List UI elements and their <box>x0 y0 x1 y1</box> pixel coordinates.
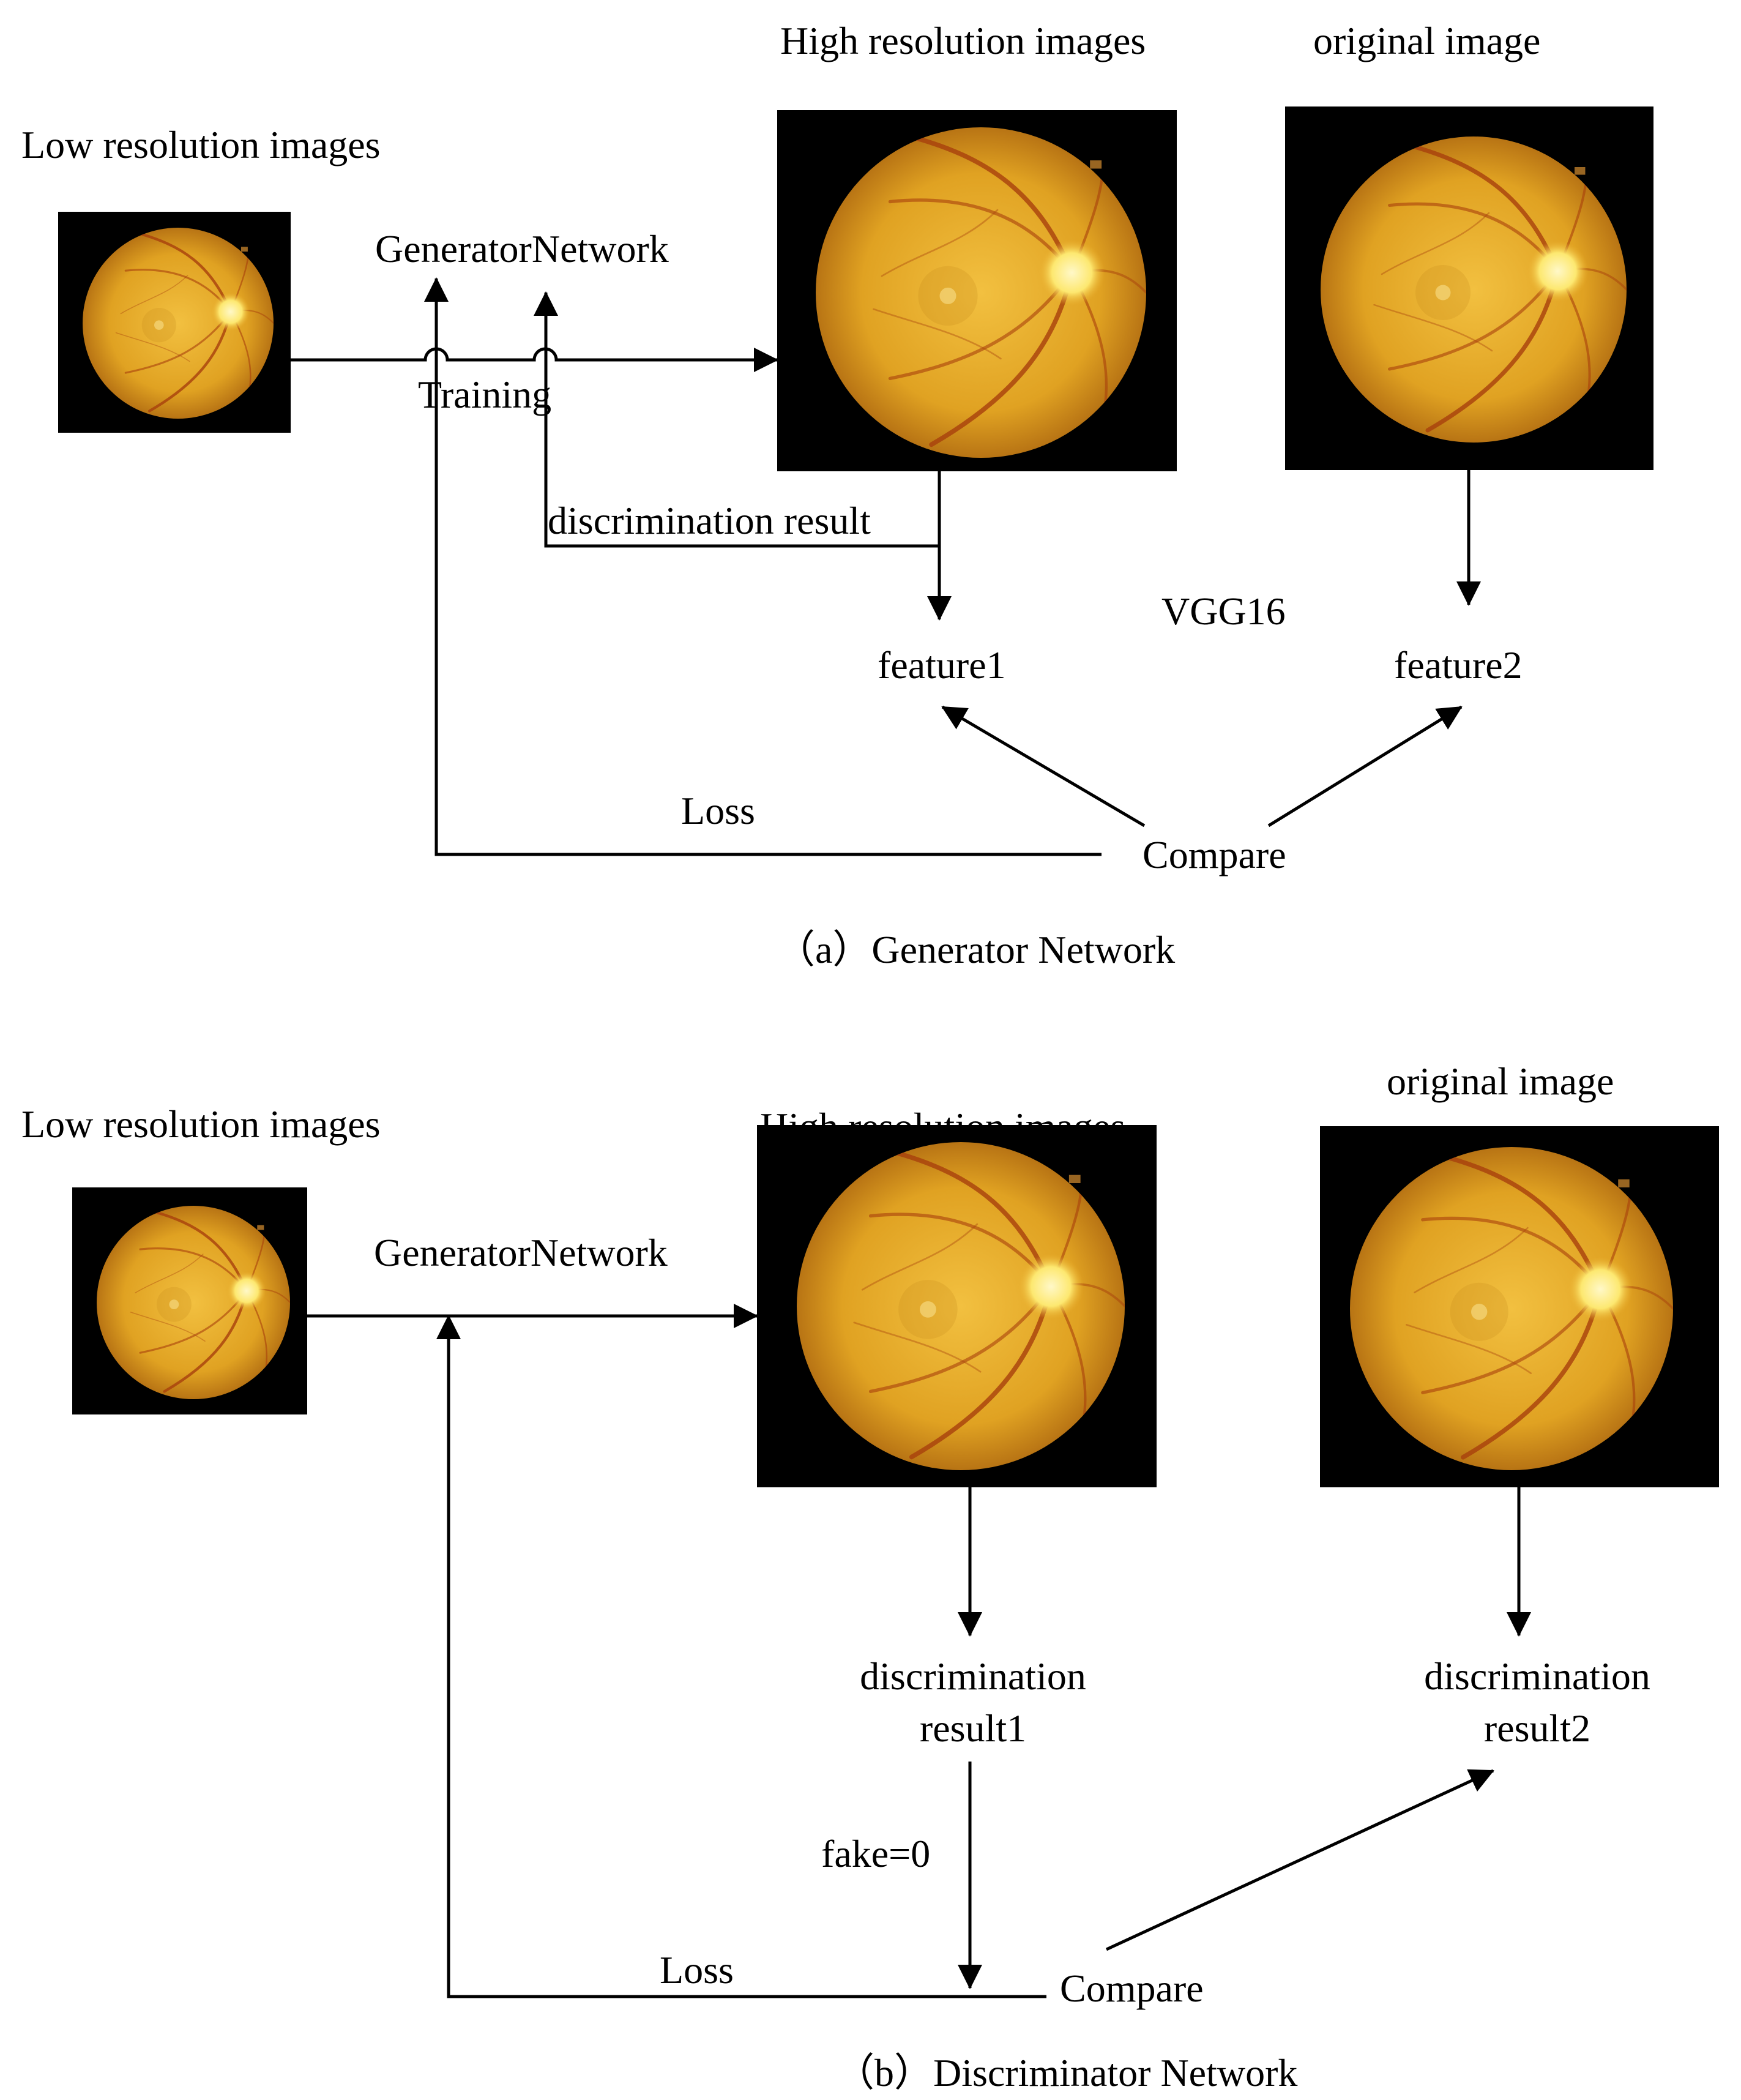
compare-label-b: Compare <box>1060 1967 1204 2010</box>
panel-b: Low resolution images GeneratorNetwork H… <box>21 1059 1719 2094</box>
high-res-image-b <box>757 1125 1157 1487</box>
loss-label-b: Loss <box>660 1948 734 1992</box>
disc2-label-line2: result2 <box>1484 1706 1590 1750</box>
feature1-label: feature1 <box>878 643 1006 687</box>
low-res-image-a <box>58 212 291 433</box>
discrimination-feedback-arrow <box>534 291 938 548</box>
disc2-label-line1: discrimination <box>1424 1654 1650 1698</box>
disc1-label-line1: discrimination <box>860 1654 1086 1698</box>
loss-label-a: Loss <box>681 789 755 832</box>
discrimination-result-label: discrimination result <box>548 499 871 542</box>
vgg16-label: VGG16 <box>1161 589 1286 633</box>
compare-to-disc2-arrow <box>1105 1769 1494 1951</box>
loss-feedback-arrow-b <box>436 1315 1046 1998</box>
original-image-label-a: original image <box>1313 19 1540 62</box>
generator-network-label-b: GeneratorNetwork <box>374 1231 668 1274</box>
generator-network-label-a: GeneratorNetwork <box>375 227 669 271</box>
caption-a: （a）Generator Network <box>776 928 1175 971</box>
feature2-label: feature2 <box>1394 643 1523 687</box>
caption-b: （b）Discriminator Network <box>835 2051 1297 2094</box>
loss-feedback-arrow-a <box>424 277 1102 856</box>
low-res-label-b: Low resolution images <box>21 1102 381 1146</box>
compare-to-feature1-arrow <box>941 705 1146 828</box>
disc1-label-line2: result1 <box>920 1706 1026 1750</box>
training-label: Training <box>418 373 551 416</box>
low-res-image-b <box>72 1187 307 1414</box>
original-image-a <box>1285 106 1653 470</box>
panel-a: Low resolution images GeneratorNetwork T… <box>21 19 1653 971</box>
original-image-label-b: original image <box>1387 1059 1614 1103</box>
flow-arrow-a <box>291 347 778 372</box>
low-res-label-a: Low resolution images <box>21 123 381 166</box>
high-res-image-a <box>777 110 1177 471</box>
compare-to-feature2-arrow <box>1267 705 1463 828</box>
fake-zero-label: fake=0 <box>821 1832 930 1875</box>
compare-label-a: Compare <box>1143 833 1286 876</box>
original-image-b <box>1320 1126 1719 1487</box>
high-res-label-a: High resolution images <box>780 19 1146 62</box>
